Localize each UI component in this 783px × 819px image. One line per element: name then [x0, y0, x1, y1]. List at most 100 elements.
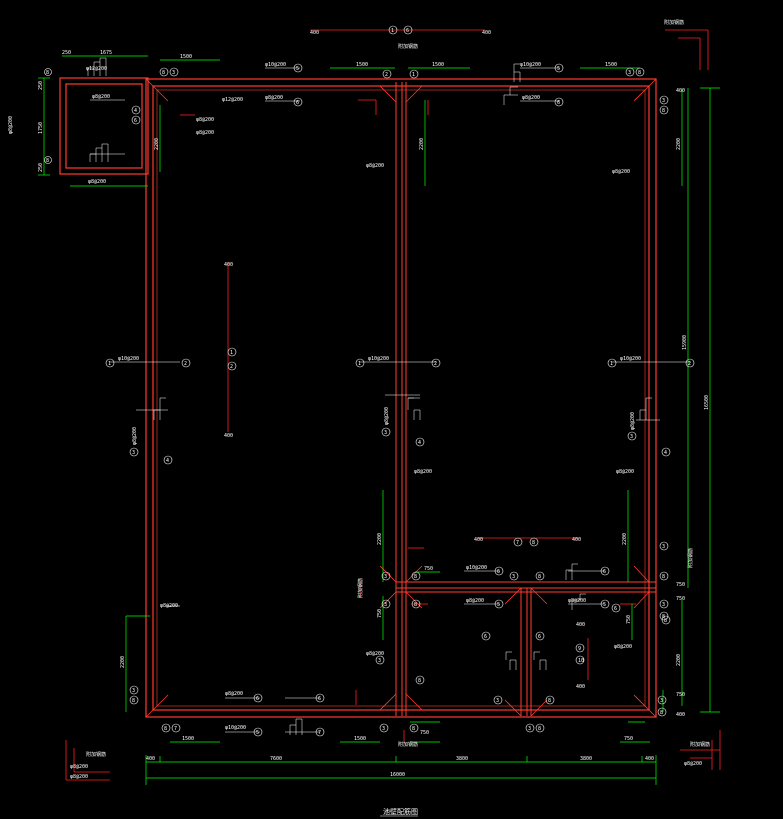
svg-text:1: 1: [391, 28, 394, 34]
dim-mid-2200: 2200: [419, 138, 425, 150]
dim-right-750: 750: [626, 615, 632, 624]
text-labels: φ10@200 φ8@200 φ10@200 φ8@200 φ10@200 φ1…: [70, 19, 710, 780]
dim-bay-left: 7600: [270, 756, 282, 762]
vertical-dimension-texts: 16500 15900 2200 2200 2200 2200 2200 220…: [8, 81, 710, 668]
svg-text:8: 8: [662, 574, 665, 580]
dim-right-segment: 15900: [682, 335, 688, 350]
svg-text:5: 5: [603, 602, 606, 608]
svg-text:3: 3: [496, 698, 499, 704]
dim-bottom-1500-b: 1500: [354, 736, 366, 742]
rebar-label-corner-r: φ8@200: [612, 169, 630, 175]
dim-pit-1750: 1750: [38, 122, 44, 134]
dim-pit-250: 250: [38, 81, 44, 90]
svg-text:3: 3: [384, 602, 387, 608]
rebar-label-corner-r2: φ8@200: [616, 469, 634, 475]
note-top-right: 附加钢筋: [664, 19, 684, 26]
svg-text:3: 3: [662, 544, 665, 550]
note-bottom-right: 附加钢筋: [690, 741, 710, 748]
svg-text:3: 3: [660, 698, 663, 704]
interior-wall-horizontal: [396, 581, 656, 593]
dim-400-top-b: 400: [482, 30, 491, 36]
rebar-label-corner-m: φ8@200: [366, 163, 384, 169]
dimension-lines: [38, 55, 720, 785]
dim-400-right: 400: [676, 712, 685, 718]
leader-lines: [65, 29, 721, 781]
svg-text:3: 3: [628, 70, 631, 76]
dim-edge-left: 400: [146, 756, 155, 762]
rebar-lines: [90, 67, 690, 733]
dim-left-2200-b: 2200: [120, 656, 126, 668]
rebar-label-pit-2: φ8@200: [88, 179, 106, 185]
svg-text:6: 6: [557, 100, 560, 106]
svg-text:2: 2: [184, 361, 187, 367]
note-top: 附加钢筋: [398, 43, 418, 50]
svg-text:3: 3: [384, 574, 387, 580]
svg-text:8: 8: [664, 618, 667, 624]
svg-text:8: 8: [662, 614, 665, 620]
dim-bay-mid: 3800: [456, 756, 468, 762]
dim-750-right: 750: [676, 582, 685, 588]
dim-overall-width: 16000: [390, 772, 405, 778]
svg-text:4: 4: [166, 458, 169, 464]
dim-750-right-c: 750: [676, 692, 685, 698]
svg-text:2: 2: [230, 364, 233, 370]
note-bottom-left: 附加钢筋: [86, 751, 106, 758]
dim-right-2200: 2200: [676, 138, 682, 150]
rebar-label-inner-1: φ10@200: [466, 565, 487, 571]
dim-bay-right: 3800: [580, 756, 592, 762]
svg-text:5: 5: [256, 730, 259, 736]
svg-text:1: 1: [358, 361, 361, 367]
dim-overall-height: 16500: [704, 395, 710, 410]
svg-text:6: 6: [614, 606, 617, 612]
rebar-label-inner-2: φ8@200: [466, 598, 484, 604]
svg-text:8: 8: [638, 70, 641, 76]
dim-top-1500-b: 1500: [356, 62, 368, 68]
svg-text:6: 6: [603, 569, 606, 575]
note-vert-left: 附加钢筋: [357, 578, 364, 598]
small-pit: [59, 77, 149, 175]
svg-text:1: 1: [108, 361, 111, 367]
svg-text:3: 3: [378, 658, 381, 664]
svg-text:4: 4: [134, 108, 137, 114]
dim-pit-rebar: φ8@200: [8, 116, 14, 134]
dim-mid-2200-b: 2200: [377, 533, 383, 545]
marker-circles: 1 6 1 2 7 8 1 2 1 2 1 2 5 6 5 6 6 6 5 7 …: [44, 25, 695, 737]
dim-400-inner: 400: [474, 537, 483, 543]
svg-text:4: 4: [664, 450, 667, 456]
svg-text:6: 6: [406, 28, 409, 34]
drawing-title: 池壁配筋图: [383, 807, 418, 816]
svg-text:8: 8: [660, 710, 663, 716]
interior-wall-short: [520, 588, 532, 716]
rebar-label-corner-m2: φ8@200: [414, 469, 432, 475]
rebar-label-left: φ10@200: [118, 356, 139, 362]
rebar-label-inner-3: φ8@200: [568, 598, 586, 604]
rebar-label-haunch-2: φ8@200: [196, 117, 214, 123]
svg-text:3: 3: [172, 70, 175, 76]
svg-text:4: 4: [418, 440, 421, 446]
svg-text:8: 8: [414, 602, 417, 608]
svg-text:6: 6: [484, 634, 487, 640]
svg-text:8: 8: [46, 158, 49, 164]
svg-text:8: 8: [548, 698, 551, 704]
dim-400-top: 400: [310, 30, 319, 36]
dim-top-1500-d: 1500: [605, 62, 617, 68]
rebar-label-bottom-2: φ10@200: [225, 725, 246, 731]
rebar-label-mid: φ10@200: [368, 356, 389, 362]
marker-400-bottom: 400: [224, 433, 233, 439]
svg-text:2: 2: [385, 72, 388, 78]
svg-text:8: 8: [46, 70, 49, 76]
dim-750-inner: 750: [424, 566, 433, 572]
svg-text:6: 6: [497, 569, 500, 575]
svg-text:2: 2: [688, 361, 691, 367]
svg-text:8: 8: [538, 726, 541, 732]
rebar-label-top-2: φ8@200: [265, 95, 283, 101]
rebar-label-haunch-3: φ8@200: [196, 130, 214, 136]
svg-text:3: 3: [132, 688, 135, 694]
rebar-label-corner-b2: φ8@200: [614, 644, 632, 650]
dim-400-inner-b: 400: [572, 537, 581, 543]
rebar-label-haunch-1: φ12@200: [222, 97, 243, 103]
svg-text:8: 8: [132, 698, 135, 704]
svg-text:7: 7: [516, 540, 519, 546]
rebar-label-corner-l: φ8@200: [160, 603, 178, 609]
svg-text:8: 8: [164, 726, 167, 732]
